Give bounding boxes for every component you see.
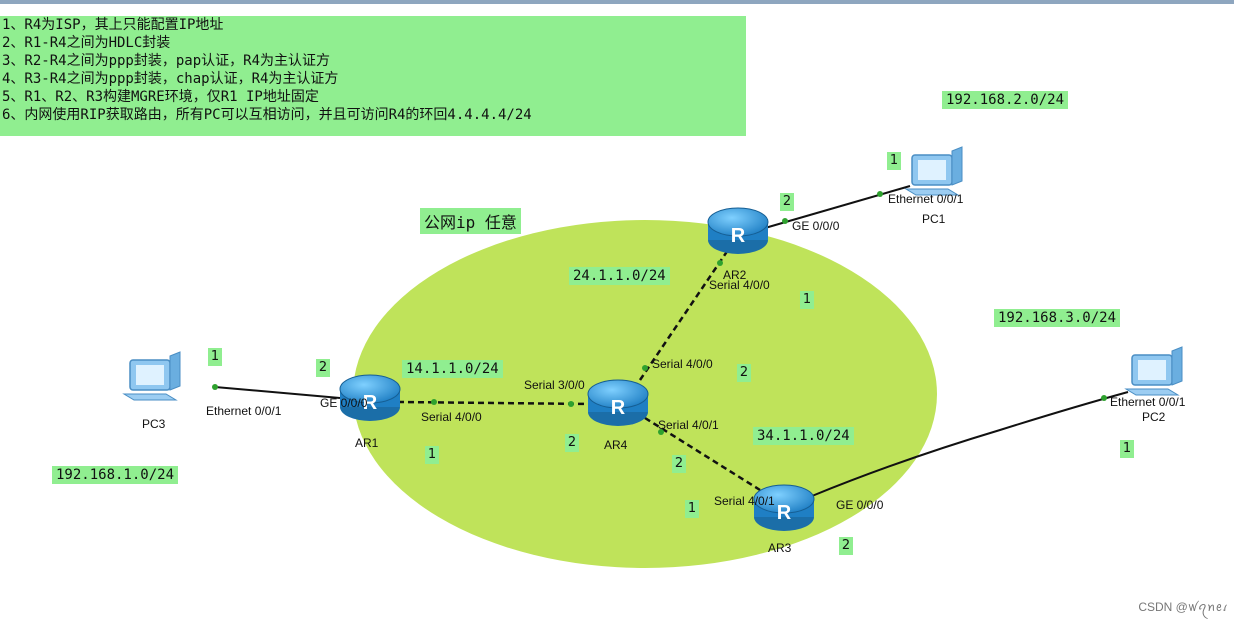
link-ar1-ar4 <box>397 400 593 406</box>
subnet-lan1: 192.168.1.0/24 <box>52 466 179 484</box>
pc1-name: PC1 <box>922 212 946 226</box>
link-ar4-ar2 <box>638 249 730 381</box>
step-badge: 2 <box>316 359 330 377</box>
public-ip-label: 公网ip 任意 <box>420 208 521 234</box>
link-ar2-pc1 <box>764 185 911 229</box>
pc2-name: PC2 <box>1142 410 1166 424</box>
iface-ar4-s401: Serial 4/0/1 <box>658 418 719 432</box>
link-ar4-ar3 <box>644 416 761 492</box>
ar4-name: AR4 <box>604 438 628 452</box>
subnet-lan2: 192.168.2.0/24 <box>942 91 1069 109</box>
subnet-lan3: 192.168.3.0/24 <box>994 309 1121 327</box>
requirement-line: 6、内网使用RIP获取路由，所有PC可以互相访问，并且可访问R4的环回4.4.4… <box>2 107 532 123</box>
iface-ar1-ge: GE 0/0/0 <box>320 396 368 410</box>
ar3-router-icon <box>753 484 815 532</box>
subnet-link24: 24.1.1.0/24 <box>569 267 670 285</box>
iface-pc3-eth: Ethernet 0/0/1 <box>206 404 282 418</box>
iface-ar4-s400: Serial 4/0/0 <box>652 357 713 371</box>
requirements-box: 1、R4为ISP，其上只能配置IP地址 2、R1-R4之间为HDLC封装 3、R… <box>0 16 746 136</box>
watermark: CSDN @ꪝꪖꪀꫀꪹ <box>1138 600 1228 614</box>
iface-pc2-eth: Ethernet 0/0/1 <box>1110 395 1186 409</box>
pc1-icon <box>905 146 963 196</box>
iface-ar2-serial: Serial 4/0/0 <box>709 278 770 292</box>
window-top-border <box>0 0 1234 4</box>
iface-ar3-serial: Serial 4/0/1 <box>714 494 775 508</box>
pc2-icon <box>1125 346 1183 396</box>
subnet-link14: 14.1.1.0/24 <box>402 360 503 378</box>
ar3-name: AR3 <box>768 541 792 555</box>
step-badge: 1 <box>425 446 439 464</box>
iface-ar4-s300: Serial 3/0/0 <box>524 378 585 392</box>
iface-ar1-serial: Serial 4/0/0 <box>421 410 482 424</box>
step-badge: 1 <box>685 500 699 518</box>
step-badge: 1 <box>800 291 814 309</box>
iface-pc1-eth: Ethernet 0/0/1 <box>888 192 964 206</box>
step-badge: 2 <box>737 364 751 382</box>
step-badge: 1 <box>887 152 901 170</box>
step-badge: 1 <box>208 348 222 366</box>
pc3-icon <box>123 351 181 401</box>
step-badge: 2 <box>672 455 686 473</box>
requirement-line: 4、R3-R4之间为ppp封装，chap认证，R4为主认证方 <box>2 71 339 87</box>
step-badge: 2 <box>780 193 794 211</box>
ar1-name: AR1 <box>355 436 379 450</box>
step-badge: 2 <box>839 537 853 555</box>
subnet-link34: 34.1.1.0/24 <box>753 427 854 445</box>
step-badge: 2 <box>565 434 579 452</box>
requirement-line: 3、R2-R4之间为ppp封装，pap认证，R4为主认证方 <box>2 53 331 69</box>
ar4-router-icon <box>587 379 649 427</box>
requirement-line: 1、R4为ISP，其上只能配置IP地址 <box>2 17 224 33</box>
step-badge: 1 <box>1120 440 1134 458</box>
requirement-line: 5、R1、R2、R3构建MGRE环境，仅R1 IP地址固定 <box>2 89 319 105</box>
link-ar3-pc2 <box>811 391 1129 497</box>
iface-ar2-ge: GE 0/0/0 <box>792 219 840 233</box>
ar2-router-icon <box>707 207 769 255</box>
requirement-line: 2、R1-R4之间为HDLC封装 <box>2 35 171 51</box>
link-pc3-ar1 <box>214 386 341 399</box>
pc3-name: PC3 <box>142 417 166 431</box>
ar2-name: AR2 <box>723 268 747 282</box>
iface-ar3-ge: GE 0/0/0 <box>836 498 884 512</box>
